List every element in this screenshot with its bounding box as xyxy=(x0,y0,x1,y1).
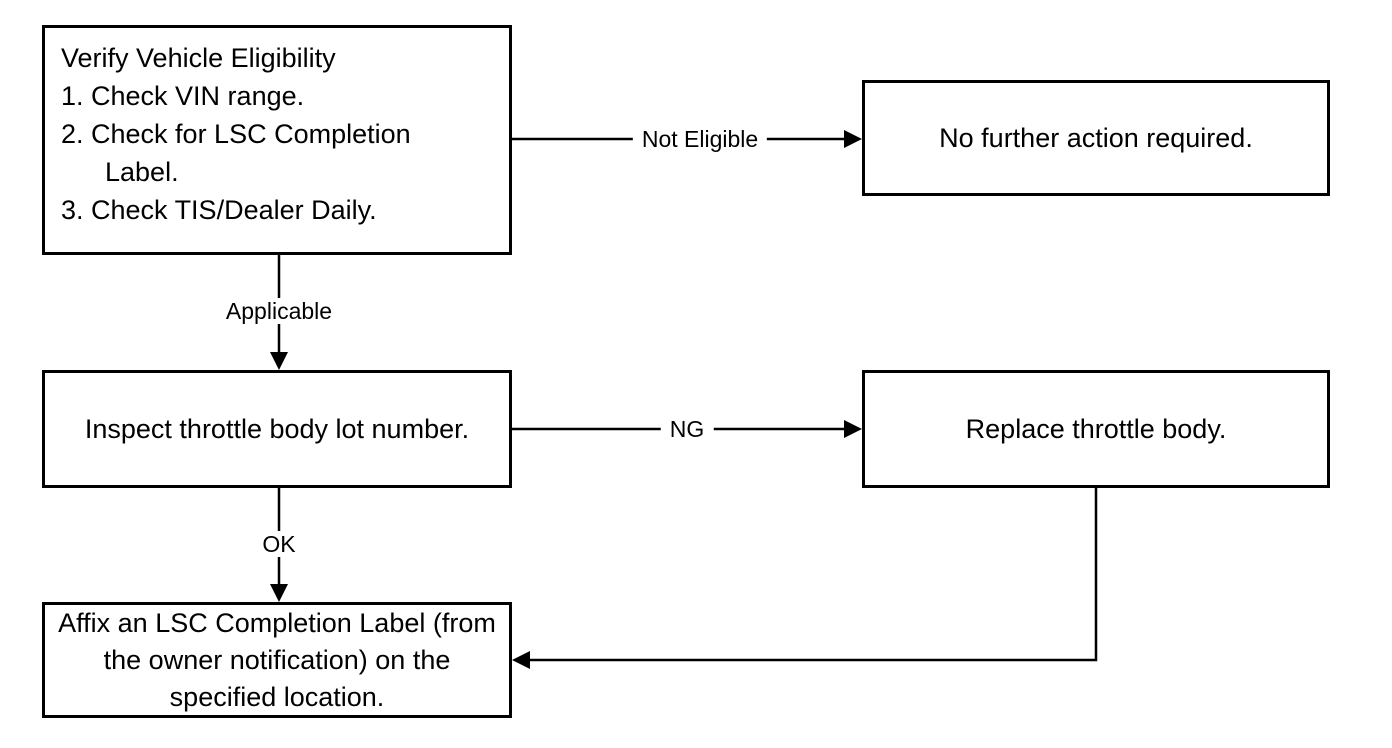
node-no-further-action: No further action required. xyxy=(862,80,1330,196)
node-affix-completion-label-text: Affix an LSC Completion Label (from the … xyxy=(58,607,496,712)
node-no-further-action-text: No further action required. xyxy=(939,123,1253,153)
arrowhead-down-ok xyxy=(270,584,288,602)
node-affix-completion-label: Affix an LSC Completion Label (from the … xyxy=(42,602,512,718)
node-verify-eligibility: Verify Vehicle Eligibility 1. Check VIN … xyxy=(42,25,512,255)
arrowhead-right-ng xyxy=(844,420,862,438)
edge-label-applicable: Applicable xyxy=(216,298,342,324)
arrowhead-right-not-eligible xyxy=(844,130,862,148)
node-verify-step-3: 3. Check TIS/Dealer Daily. xyxy=(61,195,377,225)
connector-replace-to-affix-line xyxy=(528,488,1098,662)
edge-label-ok: OK xyxy=(253,531,305,557)
node-verify-step-2: 2. Check for LSC Completion xyxy=(61,119,411,149)
node-inspect-throttle-body-text: Inspect throttle body lot number. xyxy=(84,413,470,444)
edge-label-ng: NG xyxy=(660,416,714,442)
node-replace-throttle-body-text: Replace throttle body. xyxy=(965,414,1227,444)
edge-label-not-eligible: Not Eligible xyxy=(632,126,768,152)
node-replace-throttle-body: Replace throttle body. xyxy=(862,370,1330,488)
arrowhead-down-applicable xyxy=(270,352,288,370)
node-verify-step-2-wrap: Label. xyxy=(105,157,179,187)
node-verify-step-1: 1. Check VIN range. xyxy=(61,81,305,111)
arrowhead-left-replace-to-affix xyxy=(512,651,530,669)
node-inspect-throttle-body: Inspect throttle body lot number. xyxy=(42,370,512,488)
node-verify-title: Verify Vehicle Eligibility xyxy=(61,43,336,73)
